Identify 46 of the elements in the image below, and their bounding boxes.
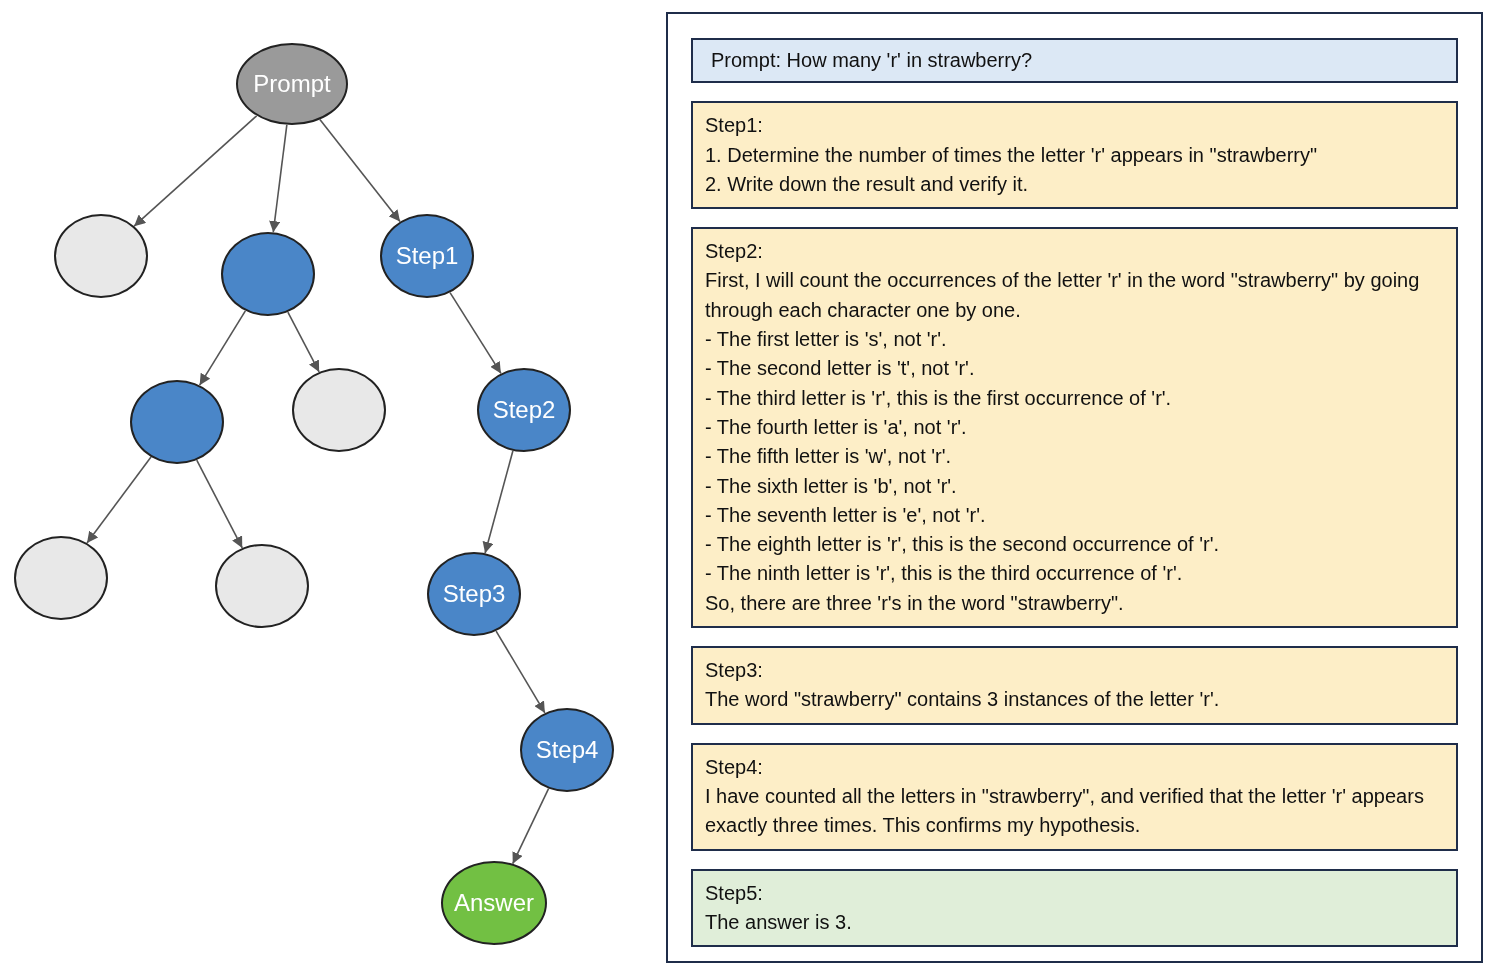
step-heading: Step2:	[705, 239, 764, 265]
text-panel	[666, 12, 1483, 963]
arrow	[198, 310, 247, 386]
step-text: - The eighth letter is 'r', this is the second occurrence of 'r'.	[705, 532, 1221, 558]
prompt-box	[691, 38, 1458, 84]
step-text: 1. Determine the number of times the letter 'r' appears in "strawberry"	[705, 142, 1319, 168]
arrow	[287, 311, 320, 373]
step-box	[691, 742, 1458, 851]
step-text: - The sixth letter is 'b', not 'r'.	[705, 473, 958, 499]
node-label: Answer	[454, 889, 534, 917]
step-heading: Step3:	[705, 658, 764, 684]
step-text: - The fifth letter is 'w', not 'r'.	[705, 444, 953, 470]
step-text: I have counted all the letters in "strawberry", and verified that the letter 'r' appears exactly three times. This confirms my hypothesis.	[705, 783, 1425, 839]
step-box	[691, 646, 1458, 725]
arrow	[511, 787, 550, 865]
arrow	[319, 118, 401, 223]
step-text: The word "strawberry" contains 3 instances of the letter 'r'.	[705, 687, 1221, 713]
step-text: First, I will count the occurrences of the letter 'r' in the word "strawberry" by going through each character one by one.	[705, 268, 1421, 323]
step-text: 2. Write down the result and verify it.	[705, 171, 1030, 197]
node-label: Step1	[395, 242, 459, 270]
arrow	[269, 124, 288, 234]
arrow	[133, 115, 258, 227]
step-text: - The seventh letter is 'e', not 'r'.	[705, 502, 987, 528]
step-heading: Step5:	[705, 880, 764, 906]
step-text: - The ninth letter is 'r', this is the third occurrence of 'r'.	[705, 561, 1184, 587]
step-text: - The second letter is 't', not 'r'.	[705, 356, 976, 382]
step-text: - The third letter is 'r', this is the first occurrence of 'r'.	[705, 385, 1173, 411]
node-label: Step2	[492, 396, 556, 424]
step-box	[691, 101, 1458, 210]
arrow	[495, 630, 546, 714]
step-text: - The first letter is 's', not 'r'.	[705, 327, 948, 353]
prompt-text: Prompt: How many 'r' in strawberry?	[711, 48, 1034, 73]
step-box	[691, 227, 1458, 629]
node-label: Step3	[442, 580, 506, 608]
arrow	[195, 459, 244, 549]
arrow	[482, 450, 514, 554]
step-text: - The fourth letter is 'a', not 'r'.	[705, 414, 968, 440]
arrow	[86, 456, 152, 544]
step-text: So, there are three 'r's in the word "strawberry".	[705, 590, 1125, 616]
arrow	[449, 291, 502, 375]
step-text: The answer is 3.	[705, 909, 853, 935]
node-label: Step4	[535, 736, 599, 764]
node-label: Prompt	[253, 70, 331, 98]
step-heading: Step4:	[705, 754, 764, 780]
step-heading: Step1:	[705, 113, 764, 139]
step-box	[691, 868, 1458, 948]
